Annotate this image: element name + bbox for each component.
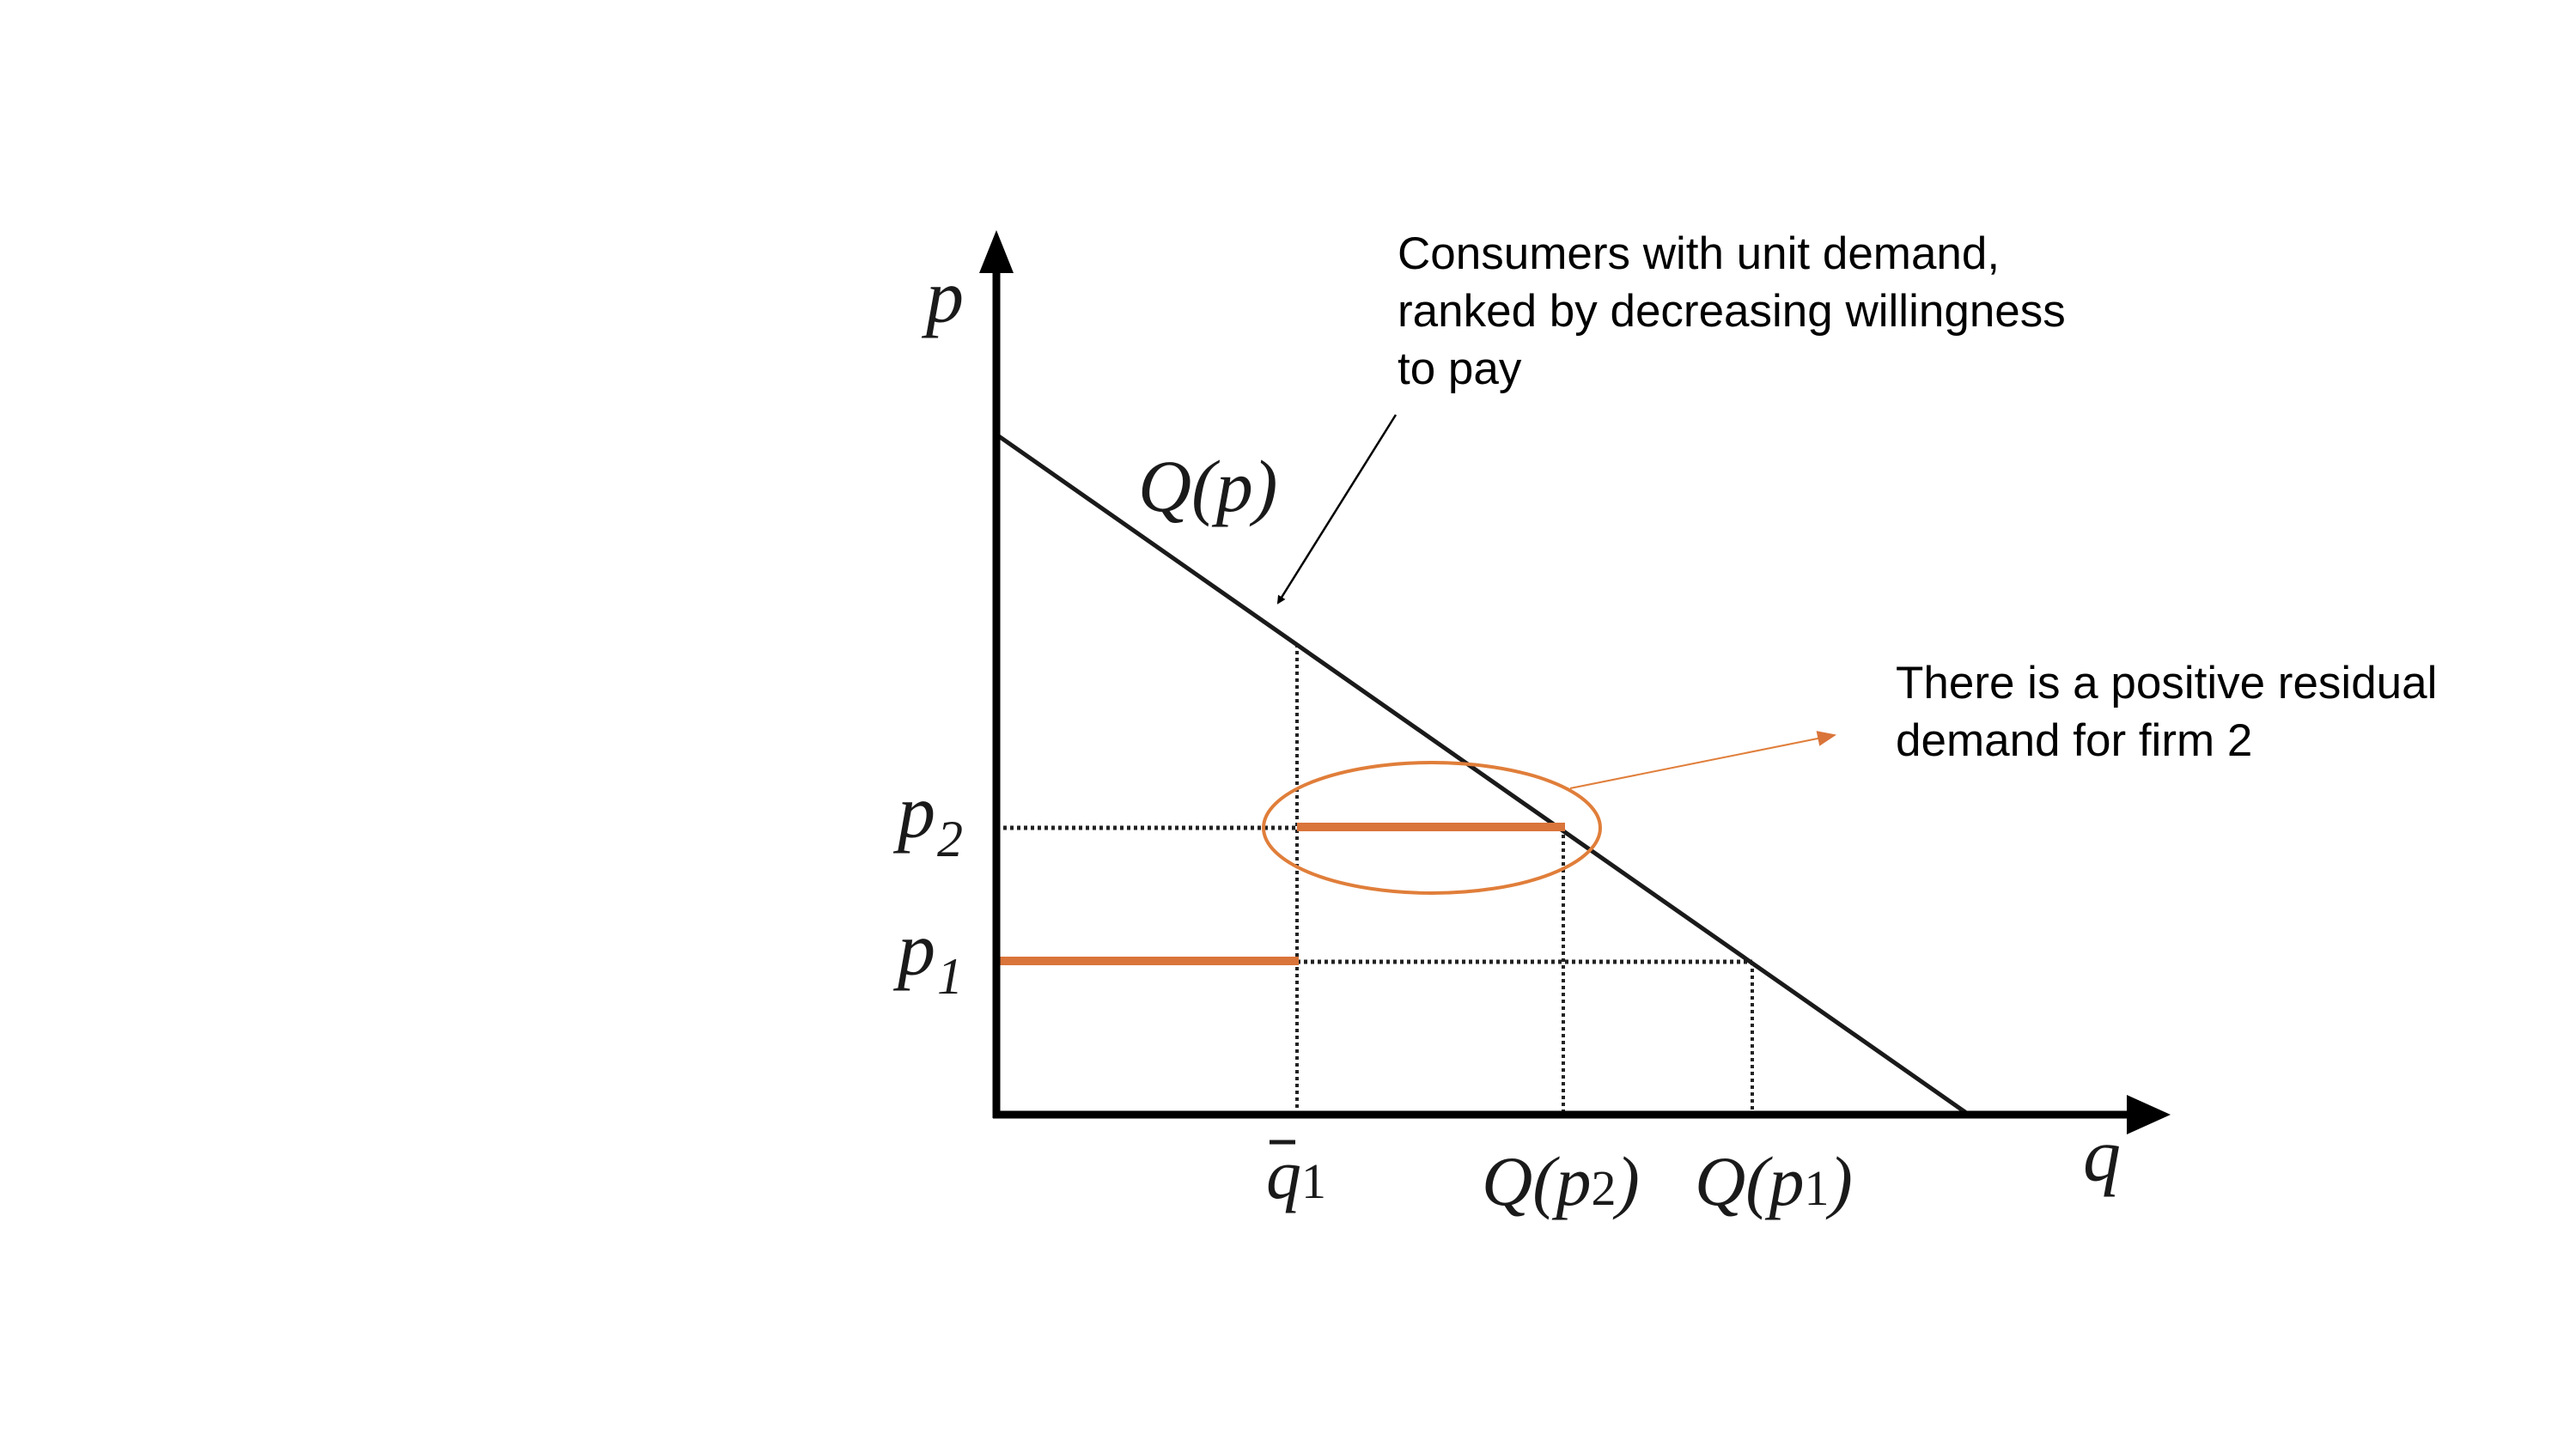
residual-annotation-line-1: There is a positive residual	[1896, 658, 2438, 708]
consumers-arrow	[1276, 414, 1398, 605]
consumers-annotation-line-1: Consumers with unit demand,	[1398, 228, 2001, 279]
q-p2-tick-label: Q(p2)	[1482, 1142, 1640, 1220]
residual-demand-ellipse	[1262, 761, 1602, 895]
residual-annotation: There is a positive residual demand for …	[1896, 654, 2437, 769]
p2-label: p2	[892, 771, 963, 867]
residual-arrow	[1569, 731, 1836, 789]
svg-text:q1: q1	[1266, 1135, 1326, 1213]
demand-line	[995, 432, 1973, 1119]
p1-label: p1	[892, 909, 963, 1005]
consumers-annotation-line-3: to pay	[1398, 343, 1522, 394]
q1bar-tick-label: q1	[1266, 1135, 1326, 1213]
consumers-annotation-line-2: ranked by decreasing willingness	[1398, 286, 2066, 337]
residual-annotation-line-2: demand for firm 2	[1896, 715, 2253, 766]
consumers-annotation: Consumers with unit demand, ranked by de…	[1398, 225, 2066, 398]
q-p1-tick-label: Q(p1)	[1695, 1142, 1853, 1220]
y-axis-arrowhead	[979, 230, 1014, 273]
y-axis-label: p	[921, 256, 964, 339]
x-axis-arrowhead	[2127, 1095, 2171, 1134]
demand-curve-label: Q(p)	[1138, 445, 1277, 527]
x-axis-label: q	[2083, 1115, 2121, 1198]
